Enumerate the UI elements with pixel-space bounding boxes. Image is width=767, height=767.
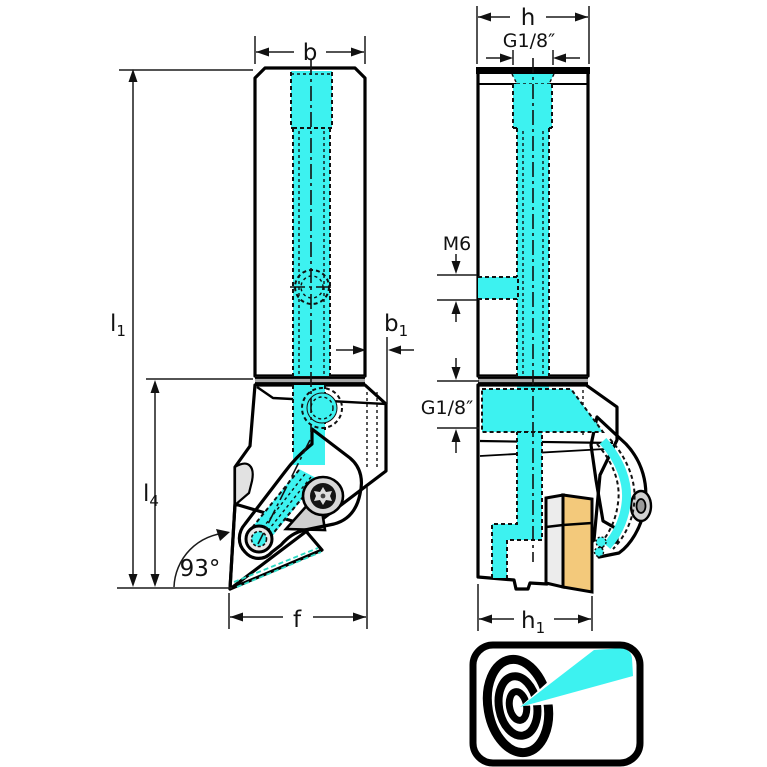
dim-g18-top-label: G1/8″ [503, 30, 555, 52]
dim-f: f [228, 487, 368, 633]
dim-angle-label: 93° [180, 556, 221, 582]
insert-side [544, 493, 594, 594]
dim-b1-label: b1 [384, 311, 408, 340]
coolant-neck-front [292, 385, 343, 465]
dim-l1: l1 [110, 69, 253, 589]
cross-hole-front [290, 269, 334, 305]
front-view: b [110, 36, 414, 633]
dim-l4-label: l4 [143, 481, 159, 510]
dim-g18-front-label: G1/8″ [421, 397, 473, 419]
side-view: h G1/8″ M6 [421, 5, 653, 637]
dim-b: b [254, 36, 366, 66]
dim-h: h [476, 5, 590, 64]
head-notch [233, 462, 254, 508]
dim-g18-front: G1/8″ [421, 358, 479, 453]
m6-port [478, 276, 519, 300]
coolant-beam-icon [520, 648, 633, 707]
dim-b-label: b [303, 40, 318, 66]
dim-m6-label: M6 [443, 233, 471, 255]
centerline-finger [257, 439, 311, 545]
clamp-screw-front [301, 475, 345, 517]
dim-h1-label: h1 [521, 608, 545, 637]
dim-f-label: f [293, 607, 302, 633]
clamp-side [589, 415, 653, 559]
dim-b1: b1 [336, 311, 414, 404]
dim-m6: M6 [437, 233, 477, 322]
insert-side-face [561, 493, 594, 594]
coolant-head-side [481, 388, 636, 578]
icon-box-border [469, 641, 644, 767]
dim-g18-top: G1/8″ [486, 30, 580, 65]
insert-shim [544, 493, 565, 589]
dim-h1: h1 [477, 584, 593, 637]
dim-l4: l4 [143, 378, 253, 587]
dim-angle: 93° [173, 529, 230, 588]
clamp-coolant-channel [250, 469, 318, 543]
dim-l1-label: l1 [110, 311, 126, 340]
clamp-coolant-side [599, 438, 632, 550]
precision-coolant-icon [469, 637, 654, 767]
dim-h-label: h [521, 5, 536, 31]
